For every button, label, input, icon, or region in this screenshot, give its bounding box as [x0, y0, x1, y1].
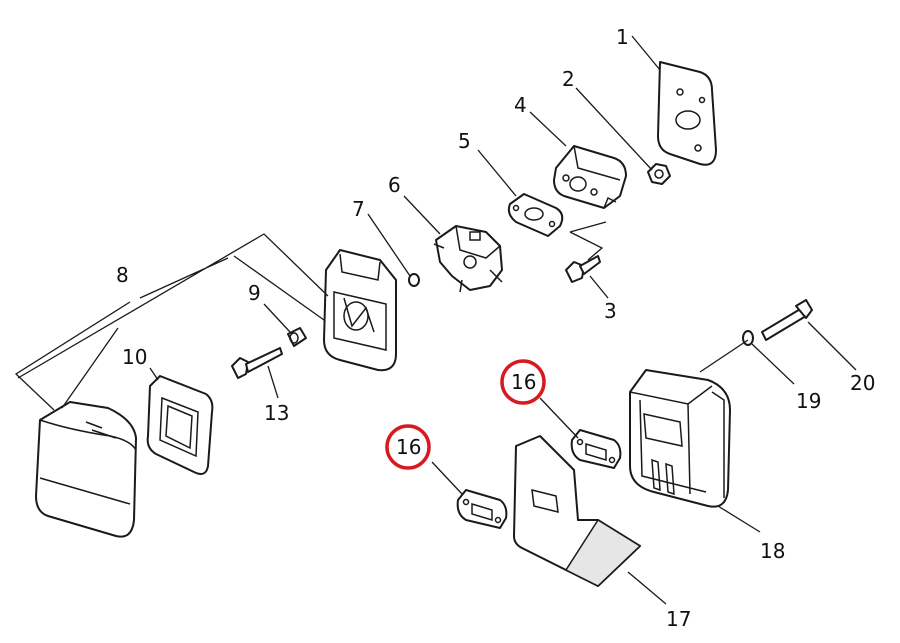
leader-10	[149, 367, 159, 381]
part-filter-element	[146, 375, 214, 475]
leader-4	[529, 111, 567, 147]
part-filter-cover	[35, 401, 137, 538]
leader-16a	[539, 397, 579, 439]
part-gasket-plate	[657, 61, 717, 166]
callout-8: 8	[116, 263, 129, 287]
callout-17: 17	[666, 607, 691, 631]
leader-13	[267, 365, 279, 399]
leader-3	[569, 221, 609, 299]
leader-19	[751, 343, 795, 385]
callout-10: 10	[122, 345, 147, 369]
part-muffler	[629, 369, 731, 508]
leader-2	[575, 87, 653, 171]
callout-20: 20	[850, 371, 875, 395]
leader-6	[403, 195, 441, 235]
callout-5: 5	[458, 129, 471, 153]
callout-19: 19	[796, 389, 821, 413]
part-carburetor	[433, 225, 503, 293]
part-muffler-gasket-upper	[570, 429, 622, 469]
leader-20	[807, 321, 857, 371]
callout-7: 7	[352, 197, 365, 221]
leader-18	[717, 505, 761, 533]
part-long-bolt	[761, 299, 813, 341]
part-heat-shield	[513, 435, 642, 587]
part-bolt	[565, 255, 601, 283]
leader-9	[263, 303, 291, 333]
part-filter-base	[323, 249, 397, 372]
callout-13: 13	[264, 401, 289, 425]
leader-1	[631, 35, 661, 71]
highlight-ring-16-upper	[500, 359, 546, 405]
callout-2: 2	[562, 67, 575, 91]
callout-3: 3	[604, 299, 617, 323]
part-nut	[647, 163, 671, 185]
callout-16-upper: 16	[511, 370, 536, 394]
leader-16b	[431, 461, 463, 495]
callout-9: 9	[248, 281, 261, 305]
leader-5	[477, 149, 517, 197]
part-spacer	[287, 327, 307, 347]
callout-18: 18	[760, 539, 785, 563]
callout-6: 6	[388, 173, 401, 197]
leader-8	[14, 233, 329, 411]
highlight-ring-16-lower	[385, 424, 431, 470]
leader-18-top	[699, 339, 749, 373]
callout-4: 4	[514, 93, 527, 117]
leader-17	[627, 571, 667, 605]
part-muffler-gasket-lower	[456, 489, 508, 529]
callout-16-lower: 16	[396, 435, 421, 459]
part-insulator-block	[553, 145, 627, 209]
part-carb-gasket	[507, 193, 564, 237]
callout-1: 1	[616, 25, 629, 49]
leader-7	[367, 213, 411, 277]
part-o-ring	[408, 273, 420, 287]
leader-lines	[14, 35, 857, 605]
part-screw	[231, 347, 283, 379]
